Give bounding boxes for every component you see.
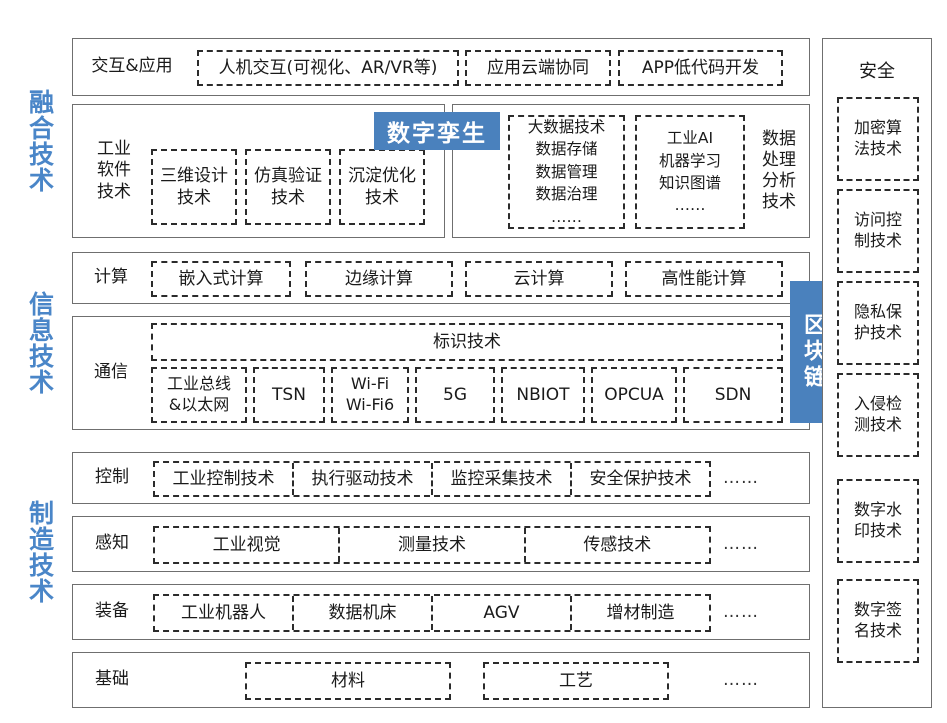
item-opcua[interactable]: OPCUA [591, 367, 677, 423]
item-materials[interactable]: 材料 [245, 662, 451, 700]
perception-panel: 感知 工业视觉 测量技术 传感技术 …… [72, 516, 810, 572]
item-agv[interactable]: AGV [433, 596, 572, 630]
industrial-software-row-label: 工业 软件 技术 [97, 139, 131, 202]
control-row-label: 控制 [95, 467, 129, 488]
item-3d-design-technology[interactable]: 三维设计 技术 [151, 149, 237, 225]
item-industrial-control-technology[interactable]: 工业控制技术 [155, 463, 294, 495]
item-tsn[interactable]: TSN [253, 367, 325, 423]
data-processing-row-label: 数据 处理 分析 技术 [762, 128, 796, 213]
foundation-row-ellipsis: …… [723, 670, 759, 690]
compute-panel: 计算 嵌入式计算 边缘计算 云计算 高性能计算 [72, 252, 810, 304]
layer-label-information: 信息技术 [25, 290, 55, 395]
item-embedded-computing[interactable]: 嵌入式计算 [151, 261, 291, 297]
item-digital-signature-technology[interactable]: 数字签 名技术 [837, 579, 919, 663]
item-human-machine-interaction[interactable]: 人机交互(可视化、AR/VR等) [197, 50, 459, 86]
digital-twin-badge[interactable]: 数字孪生 [374, 112, 500, 150]
equipment-row-ellipsis: …… [723, 602, 759, 622]
item-app-cloud-collaboration[interactable]: 应用云端协同 [465, 50, 611, 86]
item-industrial-bus-ethernet[interactable]: 工业总线 &以太网 [151, 367, 247, 423]
item-edge-computing[interactable]: 边缘计算 [305, 261, 453, 297]
item-wifi[interactable]: Wi-Fi Wi-Fi6 [331, 367, 409, 423]
communication-panel: 通信 标识技术 工业总线 &以太网 TSN Wi-Fi Wi-Fi6 5G NB… [72, 316, 810, 430]
control-panel: 控制 工业控制技术 执行驱动技术 监控采集技术 安全保护技术 …… [72, 452, 810, 504]
item-cloud-computing[interactable]: 云计算 [465, 261, 613, 297]
identifier-technology-banner[interactable]: 标识技术 [151, 323, 783, 361]
item-app-lowcode-development[interactable]: APP低代码开发 [618, 50, 783, 86]
item-simulation-verification-technology[interactable]: 仿真验证 技术 [245, 149, 331, 225]
item-digital-watermark-technology[interactable]: 数字水 印技术 [837, 479, 919, 563]
security-panel-title: 安全 [859, 61, 895, 82]
equipment-row-label: 装备 [95, 601, 129, 622]
item-sdn[interactable]: SDN [683, 367, 783, 423]
security-panel: 安全 加密算 法技术 访问控 制技术 隐私保 护技术 入侵检 测技术 数字水 印… [822, 38, 932, 708]
data-processing-panel: 大数据技术 数据存储 数据管理 数据治理 …… 工业AI 机器学习 知识图谱 …… [452, 104, 810, 238]
interaction-panel: 交互&应用 人机交互(可视化、AR/VR等) 应用云端协同 APP低代码开发 [72, 38, 810, 96]
item-5g[interactable]: 5G [415, 367, 495, 423]
perception-items-group: 工业视觉 测量技术 传感技术 [153, 526, 711, 564]
item-actuation-drive-technology[interactable]: 执行驱动技术 [294, 463, 433, 495]
foundation-row-label: 基础 [95, 669, 129, 690]
item-high-performance-computing[interactable]: 高性能计算 [625, 261, 783, 297]
item-monitoring-acquisition-technology[interactable]: 监控采集技术 [433, 463, 572, 495]
interaction-row-label: 交互&应用 [91, 56, 173, 77]
item-process-technology[interactable]: 工艺 [483, 662, 669, 700]
layer-label-manufacturing: 制造技术 [25, 500, 55, 604]
item-industrial-robot[interactable]: 工业机器人 [155, 596, 294, 630]
control-items-group: 工业控制技术 执行驱动技术 监控采集技术 安全保护技术 [153, 461, 711, 497]
item-industrial-ai-group[interactable]: 工业AI 机器学习 知识图谱 …… [635, 115, 745, 229]
foundation-panel: 基础 材料 工艺 …… [72, 652, 810, 708]
item-safety-protection-technology[interactable]: 安全保护技术 [589, 468, 692, 489]
layer-label-fusion: 融合技术 [25, 88, 55, 193]
perception-row-ellipsis: …… [723, 534, 759, 554]
item-privacy-protection-technology[interactable]: 隐私保 护技术 [837, 281, 919, 365]
item-nbiot[interactable]: NBIOT [501, 367, 585, 423]
item-data-machine-tool[interactable]: 数据机床 [294, 596, 433, 630]
item-big-data-technology-group[interactable]: 大数据技术 数据存储 数据管理 数据治理 …… [508, 115, 625, 229]
communication-row-label: 通信 [94, 362, 128, 383]
item-optimization-precipitation-technology[interactable]: 沉淀优化 技术 [339, 149, 425, 225]
item-access-control-technology[interactable]: 访问控 制技术 [837, 189, 919, 273]
item-encryption-algorithm-technology[interactable]: 加密算 法技术 [837, 97, 919, 181]
equipment-items-group: 工业机器人 数据机床 AGV 增材制造 [153, 594, 711, 632]
item-additive-manufacturing[interactable]: 增材制造 [606, 602, 675, 623]
item-sensing-technology[interactable]: 传感技术 [583, 534, 652, 555]
item-industrial-vision[interactable]: 工业视觉 [155, 528, 341, 562]
perception-row-label: 感知 [95, 533, 129, 554]
control-row-ellipsis: …… [723, 468, 759, 488]
item-intrusion-detection-technology[interactable]: 入侵检 测技术 [837, 373, 919, 457]
item-measurement-technology[interactable]: 测量技术 [340, 528, 526, 562]
compute-row-label: 计算 [94, 267, 128, 288]
equipment-panel: 装备 工业机器人 数据机床 AGV 增材制造 …… [72, 584, 810, 640]
